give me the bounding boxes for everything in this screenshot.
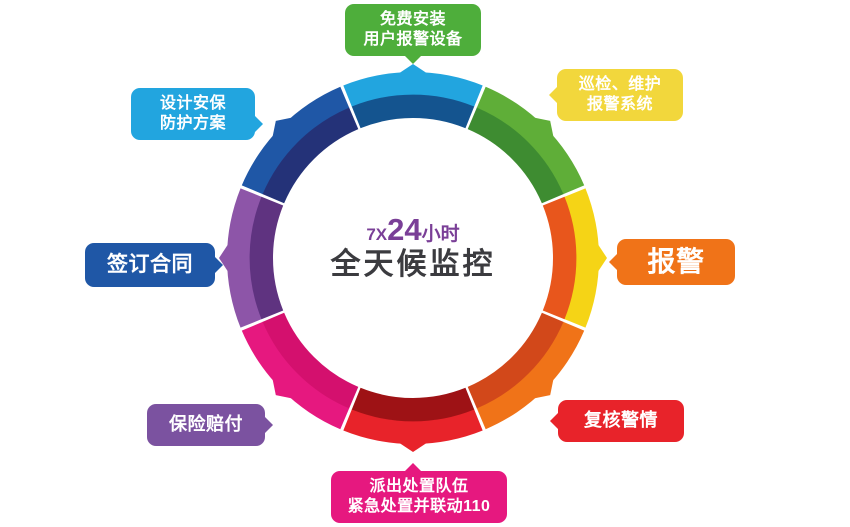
- segment-inner-band: [467, 312, 564, 409]
- callout-line: 防护方案: [159, 115, 226, 132]
- sign-contract-label[interactable]: 签订合同: [85, 243, 223, 287]
- callout-line: 用户报警设备: [363, 31, 463, 48]
- insurance-payout-label[interactable]: 保险赔付: [147, 404, 273, 446]
- ring-segment[interactable]: [467, 312, 585, 430]
- center-247-text: 7X24小时: [268, 214, 558, 245]
- callout-line: 设计安保: [159, 94, 226, 112]
- segment-arrow-icon: [272, 117, 292, 137]
- callout-line: 报警系统: [586, 96, 653, 113]
- segment-arrow-icon: [598, 244, 607, 272]
- center-prefix: 7X: [366, 225, 388, 244]
- segment-outer-band: [564, 188, 599, 328]
- ring-segment[interactable]: [241, 312, 359, 430]
- alarm-label[interactable]: 报警: [609, 239, 735, 285]
- segment-inner-band: [249, 196, 284, 320]
- segment-inner-band: [351, 94, 475, 129]
- center-unit: 小时: [421, 224, 460, 245]
- segment-outer-band: [241, 321, 350, 430]
- segment-outer-band: [476, 321, 585, 430]
- center-number: 24: [387, 212, 422, 247]
- callout-line: 巡检、维护: [578, 75, 662, 93]
- callout-tail-icon: [254, 115, 263, 133]
- segment-outer-band: [343, 72, 483, 107]
- verify-alarm-label[interactable]: 复核警情: [550, 400, 684, 442]
- segment-arrow-icon: [399, 443, 427, 452]
- callout-line: 报警: [647, 246, 705, 278]
- ring-segment[interactable]: [219, 188, 284, 328]
- ring-segment[interactable]: [343, 387, 483, 452]
- callout-tail-icon: [550, 412, 559, 430]
- callout-tail-icon: [549, 86, 558, 104]
- callout-tail-icon: [214, 256, 223, 274]
- callout-tail-icon: [609, 253, 618, 271]
- dispatch-team-label[interactable]: 派出处置队伍紧急处置并联动110: [331, 463, 507, 523]
- segment-arrow-icon: [219, 244, 228, 272]
- callout-line: 保险赔付: [169, 414, 243, 435]
- callout-tail-icon: [264, 416, 273, 434]
- callout-line: 免费安装: [379, 10, 446, 28]
- segment-outer-band: [227, 188, 262, 328]
- ring-segment[interactable]: [542, 188, 607, 328]
- segment-arrow-icon: [399, 64, 427, 73]
- segment-outer-band: [476, 86, 585, 195]
- callout-line: 派出处置队伍: [369, 477, 469, 495]
- segment-arrow-icon: [534, 117, 554, 137]
- security-design-label[interactable]: 设计安保防护方案: [131, 88, 263, 140]
- segment-arrow-icon: [272, 379, 292, 399]
- ring-segment-group: [219, 64, 607, 452]
- segment-outer-band: [343, 409, 483, 445]
- segment-arrow-icon: [534, 379, 554, 399]
- segment-inner-band: [262, 312, 359, 409]
- ring-segment[interactable]: [343, 64, 483, 129]
- callout-line: 紧急处置并联动110: [347, 498, 491, 515]
- ring-segment[interactable]: [241, 86, 359, 204]
- segment-outer-band: [241, 86, 350, 195]
- callout-tail-icon: [404, 463, 422, 472]
- inspection-maintenance-label[interactable]: 巡检、维护报警系统: [549, 69, 683, 121]
- callout-tail-icon: [404, 55, 422, 64]
- center-headline: 全天候监控: [330, 248, 496, 281]
- segment-inner-band: [542, 196, 577, 320]
- ring-segment[interactable]: [467, 86, 585, 204]
- segment-inner-band: [351, 387, 475, 422]
- center-text-block: 7X24小时 全天候监控: [268, 214, 558, 281]
- callout-line: 复核警情: [584, 410, 658, 431]
- callout-line: 签订合同: [107, 252, 193, 276]
- free-install-label[interactable]: 免费安装用户报警设备: [345, 4, 481, 64]
- segment-inner-band: [262, 107, 359, 204]
- segment-inner-band: [467, 107, 564, 204]
